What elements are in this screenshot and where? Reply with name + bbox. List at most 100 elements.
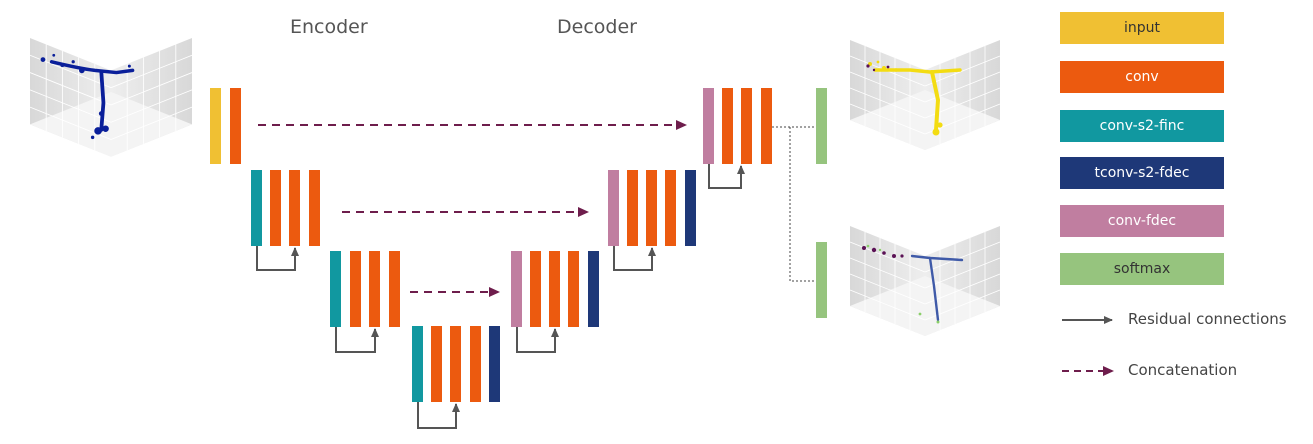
input-hit-7 xyxy=(52,53,56,57)
level-2-encoder-layer-0-conv-s2-finc xyxy=(330,251,341,327)
output-2-green-hit-0 xyxy=(866,244,870,248)
legend-swatch-softmax xyxy=(1060,253,1224,285)
residual-connection-level-0-decoder xyxy=(708,164,745,189)
output-1-hit-1 xyxy=(882,66,886,70)
level-1-decoder-layer-4-tconv-s2-fdec xyxy=(685,170,696,246)
output-2-green-hit-3 xyxy=(936,320,940,324)
output-2-3d-plot xyxy=(849,226,1001,336)
level-0-decoder-layer-0-conv-fdec xyxy=(703,88,714,164)
level-2-encoder-layer-1-conv xyxy=(350,251,361,327)
level-2-decoder-layer-3-conv xyxy=(568,251,579,327)
residual-connection-level-2-encoder xyxy=(335,327,379,353)
input-track-vertical xyxy=(99,69,106,132)
input-event-3d-plot-grid-right-4 xyxy=(110,106,193,140)
legend-input: input xyxy=(1060,12,1224,44)
input-hit-8 xyxy=(71,60,75,64)
input-hit-3 xyxy=(94,127,102,135)
level-3-bottleneck-layer-3-conv xyxy=(470,326,481,402)
legend-tconv-s2-fdec-label: tconv-s2-fdec xyxy=(1094,165,1190,181)
output-1-3d-plot xyxy=(849,40,1001,150)
legend-conv-fdec-label: conv-fdec xyxy=(1107,213,1177,229)
level-0-decoder-layer-3-conv xyxy=(761,88,772,164)
output-2-green-hit-2 xyxy=(918,312,922,316)
softmax-output-2 xyxy=(816,242,827,318)
output-2-green-hit-1 xyxy=(878,248,882,252)
residual-connection-level-2-decoder xyxy=(516,327,559,353)
level-1-encoder-layer-3-conv xyxy=(309,170,320,246)
output-1-hit-2 xyxy=(894,68,898,72)
output-1-dark-hit-2 xyxy=(872,68,876,72)
level-1-decoder-layer-1-conv xyxy=(627,170,638,246)
level-0-decoder-layer-2-conv xyxy=(741,88,752,164)
output-1-dark-hit-0 xyxy=(866,64,870,68)
output-2-3d-plot-grid-right-2 xyxy=(924,257,1001,289)
output-1-3d-plot-grid-left-4 xyxy=(849,103,926,135)
output-2-3d-plot-grid-right-3 xyxy=(924,273,1001,305)
output-1-3d-plot-floor xyxy=(850,90,1000,150)
level-1-decoder-layer-3-conv xyxy=(665,170,676,246)
input-hit-9 xyxy=(98,111,104,116)
level-3-bottleneck-layer-2-conv xyxy=(450,326,461,402)
input-event-3d-plot xyxy=(29,38,193,157)
output-2-track-vertical xyxy=(928,256,940,322)
legend-swatch-input xyxy=(1060,12,1224,44)
output-1-3d-plot-grid-right-1 xyxy=(924,55,1001,87)
output-1-track-vertical xyxy=(930,70,940,132)
level-1-encoder-layer-1-conv xyxy=(270,170,281,246)
encoder-heading: Encoder xyxy=(290,16,368,38)
level-0-input-layer-1-conv xyxy=(230,88,241,164)
input-hit-1 xyxy=(60,62,65,68)
level-2-decoder-layer-0-conv-fdec xyxy=(511,251,522,327)
output-2-3d-plot-grid-left-3 xyxy=(849,273,926,305)
level-3-bottleneck-layer-0-conv-s2-finc xyxy=(412,326,423,402)
level-0-decoder-layer-1-conv xyxy=(722,88,733,164)
legend-conv-s2-finc-label: conv-s2-finc xyxy=(1099,118,1185,134)
level-2-encoder-layer-2-conv xyxy=(369,251,380,327)
level-2-decoder-layer-2-conv xyxy=(549,251,560,327)
level-1-encoder-layer-2-conv xyxy=(289,170,300,246)
level-2-encoder-layer-3-conv xyxy=(389,251,400,327)
output-1-hit-5 xyxy=(876,60,880,64)
output-1-3d-plot-grid-left-3 xyxy=(849,87,926,119)
legend-softmax-label: softmax xyxy=(1113,261,1171,277)
output-2-dark-hit-3 xyxy=(892,254,896,258)
output-1-hit-4 xyxy=(937,122,943,128)
level-3-bottleneck-layer-4-tconv-s2-fdec xyxy=(489,326,500,402)
output-1-3d-plot-grid-left-2 xyxy=(849,71,926,103)
legend-concat-label: Concatenation xyxy=(1128,361,1238,379)
input-hit-5 xyxy=(90,135,95,140)
legend-swatch-conv-fdec xyxy=(1060,205,1224,237)
legend-conv-s2-finc: conv-s2-finc xyxy=(1060,110,1224,142)
input-event-3d-plot-grid-right-2 xyxy=(110,72,193,106)
output-2-3d-plot-grid-left-4 xyxy=(849,289,926,321)
legend-residual-label: Residual connections xyxy=(1128,310,1287,328)
output-2-dark-hit-4 xyxy=(900,254,904,258)
input-hit-2 xyxy=(79,67,85,74)
residual-connection-level-1-encoder xyxy=(256,246,299,271)
level-0-input-layer-0-input xyxy=(210,88,221,164)
legend-tconv-s2-fdec: tconv-s2-fdec xyxy=(1060,157,1224,189)
output-2-dark-hit-1 xyxy=(871,247,877,253)
residual-connection-level-1-decoder xyxy=(613,246,656,271)
legend-swatch-conv-s2-finc xyxy=(1060,110,1224,142)
legend-swatch-conv xyxy=(1060,61,1224,93)
output-2-dark-hit-2 xyxy=(882,251,886,255)
input-event-3d-plot-grid-left-3 xyxy=(29,89,112,123)
level-1-encoder-layer-0-conv-s2-finc xyxy=(251,170,262,246)
output-2-dark-hit-0 xyxy=(862,246,866,250)
input-hit-6 xyxy=(127,64,131,68)
decoder-heading: Decoder xyxy=(557,16,637,38)
output-1-hit-3 xyxy=(932,128,940,136)
level-2-decoder-layer-1-conv xyxy=(530,251,541,327)
level-2-decoder-layer-4-tconv-s2-fdec xyxy=(588,251,599,327)
output-1-dark-hit-1 xyxy=(886,65,890,69)
residual-connection-level-3-bottleneck xyxy=(417,402,460,429)
legend-conv-label: conv xyxy=(1125,69,1159,85)
level-1-decoder-layer-2-conv xyxy=(646,170,657,246)
level-3-bottleneck-layer-1-conv xyxy=(431,326,442,402)
legend-input-label: input xyxy=(1123,20,1160,36)
dotted-connector-output-2 xyxy=(789,127,816,282)
legend-conv-fdec: conv-fdec xyxy=(1060,205,1224,237)
input-event-3d-plot-grid-right-3 xyxy=(110,89,193,123)
